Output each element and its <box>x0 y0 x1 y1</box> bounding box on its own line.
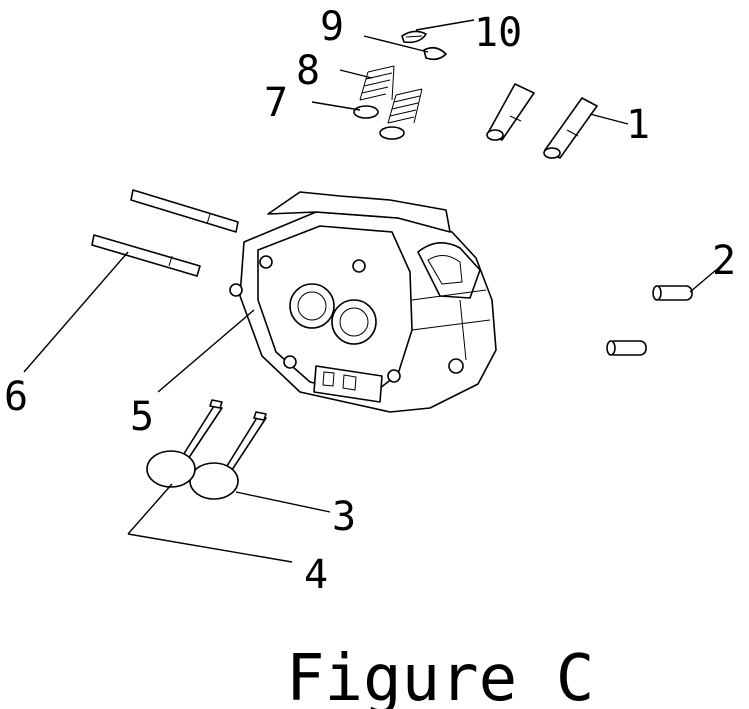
valve-keeper-10 <box>401 30 427 44</box>
leader-5 <box>157 309 255 393</box>
callout-8: 8 <box>296 48 320 94</box>
leader-2 <box>689 269 717 293</box>
leader-lines <box>23 19 717 563</box>
leader-7 <box>311 101 361 111</box>
callout-1: 1 <box>626 102 650 148</box>
leader-6 <box>23 251 129 373</box>
callout-10: 10 <box>474 10 522 56</box>
figure-caption: Figure C <box>286 642 594 709</box>
spring-retainer-7 <box>353 105 405 140</box>
stud-bolt-6 <box>91 189 239 277</box>
dowel-pin-1 <box>486 83 598 159</box>
dowel-pin-2 <box>606 285 693 356</box>
leader-1 <box>589 113 629 125</box>
valve-spring-8 <box>359 65 423 124</box>
intake-valve-4 <box>146 399 223 488</box>
leader-3 <box>235 491 331 513</box>
cylinder-head-5 <box>229 191 497 413</box>
callout-2: 2 <box>712 238 736 284</box>
exhaust-valve-3 <box>189 411 267 500</box>
callout-6: 6 <box>4 374 28 420</box>
leader-4a <box>127 483 173 535</box>
callout-9: 9 <box>320 4 344 50</box>
leader-4b <box>127 533 293 563</box>
callout-4: 4 <box>304 552 328 598</box>
leader-10 <box>415 19 475 31</box>
callout-5: 5 <box>130 394 154 440</box>
callout-7: 7 <box>264 80 288 126</box>
callout-3: 3 <box>332 494 356 540</box>
leader-9 <box>363 35 429 53</box>
leader-8 <box>339 69 373 79</box>
valve-keeper-9 <box>423 46 447 61</box>
